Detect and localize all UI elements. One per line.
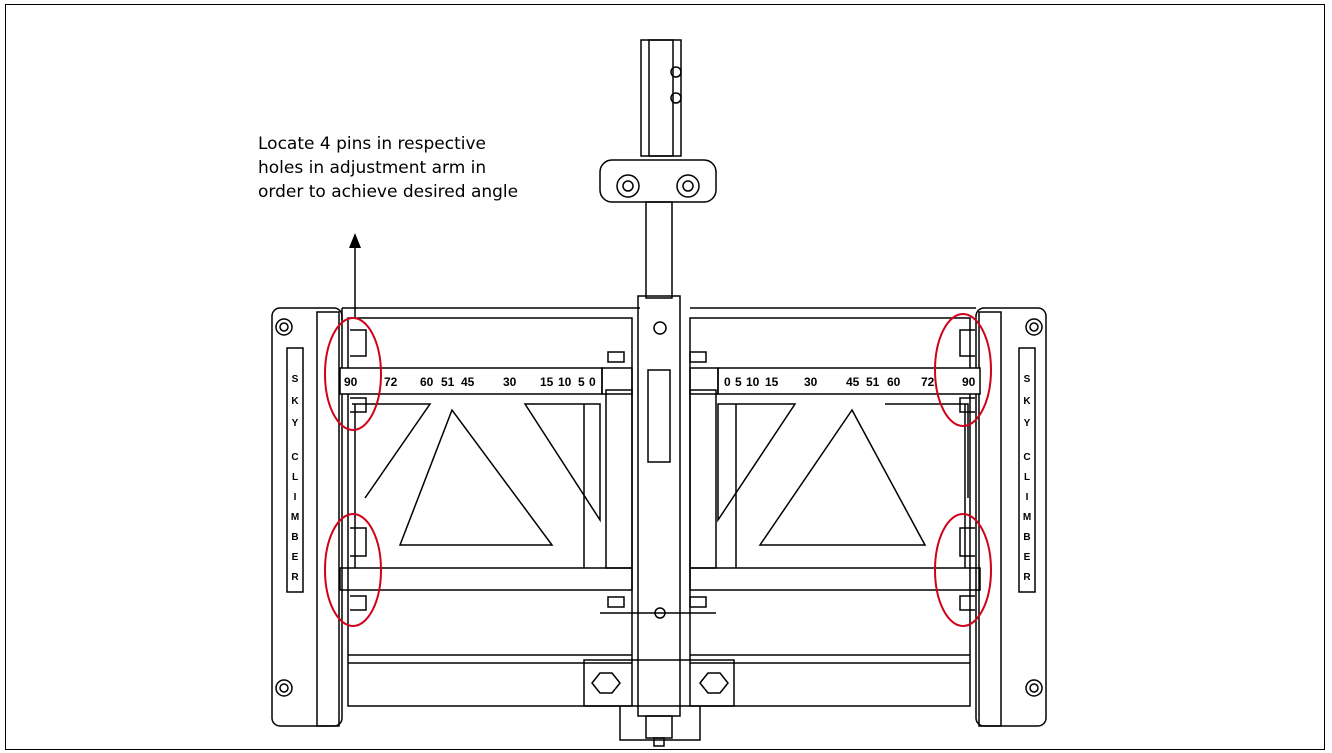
- highlight-ellipse-bottom-right: [934, 513, 992, 627]
- scale-left-30: 30: [503, 375, 517, 389]
- scale-right-30: 30: [804, 375, 818, 389]
- brand-right-letter: S: [1024, 374, 1031, 385]
- center-bolts: [607, 351, 707, 608]
- brand-left-letter: M: [291, 512, 299, 523]
- brand-left-letter: I: [294, 492, 297, 503]
- callout-arrow: [349, 233, 361, 318]
- brand-left-letter: B: [291, 532, 298, 543]
- figure-border: [5, 4, 1325, 750]
- brand-right-letter: R: [1023, 572, 1031, 583]
- pin-blocks: [350, 329, 975, 611]
- lower-arms: [339, 567, 981, 591]
- scale-right-45: 45: [846, 375, 860, 389]
- highlight-ellipse-top-left: [324, 317, 382, 431]
- brand-right-letter: E: [1024, 552, 1031, 563]
- scale-right-60: 60: [887, 375, 901, 389]
- scale-left-90: 90: [344, 375, 358, 389]
- scale-left-45: 45: [461, 375, 475, 389]
- bottom-mount: [583, 659, 735, 747]
- brand-right-letter: Y: [1024, 418, 1031, 429]
- brand-left-letter: R: [291, 572, 299, 583]
- brand-left-letter: K: [291, 396, 299, 407]
- callout-line-1: Locate 4 pins in respective: [258, 134, 486, 154]
- brand-right-letter: I: [1026, 492, 1029, 503]
- brand-left-letter: S: [292, 374, 299, 385]
- right-truss: [689, 389, 969, 569]
- scale-labels: 90 72 60 51 45 30 15 10 5 0 0 5 10 15 30…: [344, 375, 976, 389]
- right-brand-plate: [1018, 347, 1036, 593]
- left-scale-bar: [339, 367, 633, 395]
- scale-left-60: 60: [420, 375, 434, 389]
- brand-left-letter: Y: [292, 418, 299, 429]
- brand-right-letter: M: [1023, 512, 1031, 523]
- scale-left-51: 51: [441, 375, 455, 389]
- scale-left-0: 0: [589, 375, 596, 389]
- brand-left-letter: E: [292, 552, 299, 563]
- brand-left-letter: L: [292, 472, 298, 483]
- scale-right-10: 10: [746, 375, 760, 389]
- left-truss: [352, 389, 633, 569]
- scale-left-15: 15: [540, 375, 554, 389]
- scale-right-5: 5: [735, 375, 742, 389]
- scale-left-72: 72: [384, 375, 398, 389]
- brand-right-letter: L: [1024, 472, 1030, 483]
- callout-line-3: order to achieve desired angle: [258, 182, 519, 202]
- scale-right-15: 15: [765, 375, 779, 389]
- left-outer-frame: [271, 307, 640, 727]
- brand-label-left: S K Y C L I M B E R: [291, 374, 300, 583]
- scale-right-90: 90: [962, 375, 976, 389]
- scale-right-51: 51: [866, 375, 880, 389]
- brand-right-letter: B: [1023, 532, 1030, 543]
- brand-right-letter: K: [1023, 396, 1031, 407]
- pin-highlights: [324, 313, 992, 627]
- scale-right-72: 72: [921, 375, 935, 389]
- highlight-ellipse-bottom-left: [324, 513, 382, 627]
- callout-note: Locate 4 pins in respective holes in adj…: [258, 132, 558, 204]
- highlight-ellipse-top-right: [934, 313, 992, 427]
- corner-bolts: [275, 318, 1043, 697]
- scale-left-10: 10: [558, 375, 572, 389]
- right-outer-frame: [690, 307, 1047, 727]
- left-brand-plate: [286, 347, 304, 593]
- brand-right-letter: C: [1023, 452, 1030, 463]
- brand-left-letter: C: [291, 452, 298, 463]
- scale-left-5: 5: [578, 375, 585, 389]
- brand-label-right: S K Y C L I M B E R: [1023, 374, 1032, 583]
- scale-right-0: 0: [724, 375, 731, 389]
- central-mast: [599, 39, 717, 717]
- callout-line-2: holes in adjustment arm in: [258, 158, 487, 178]
